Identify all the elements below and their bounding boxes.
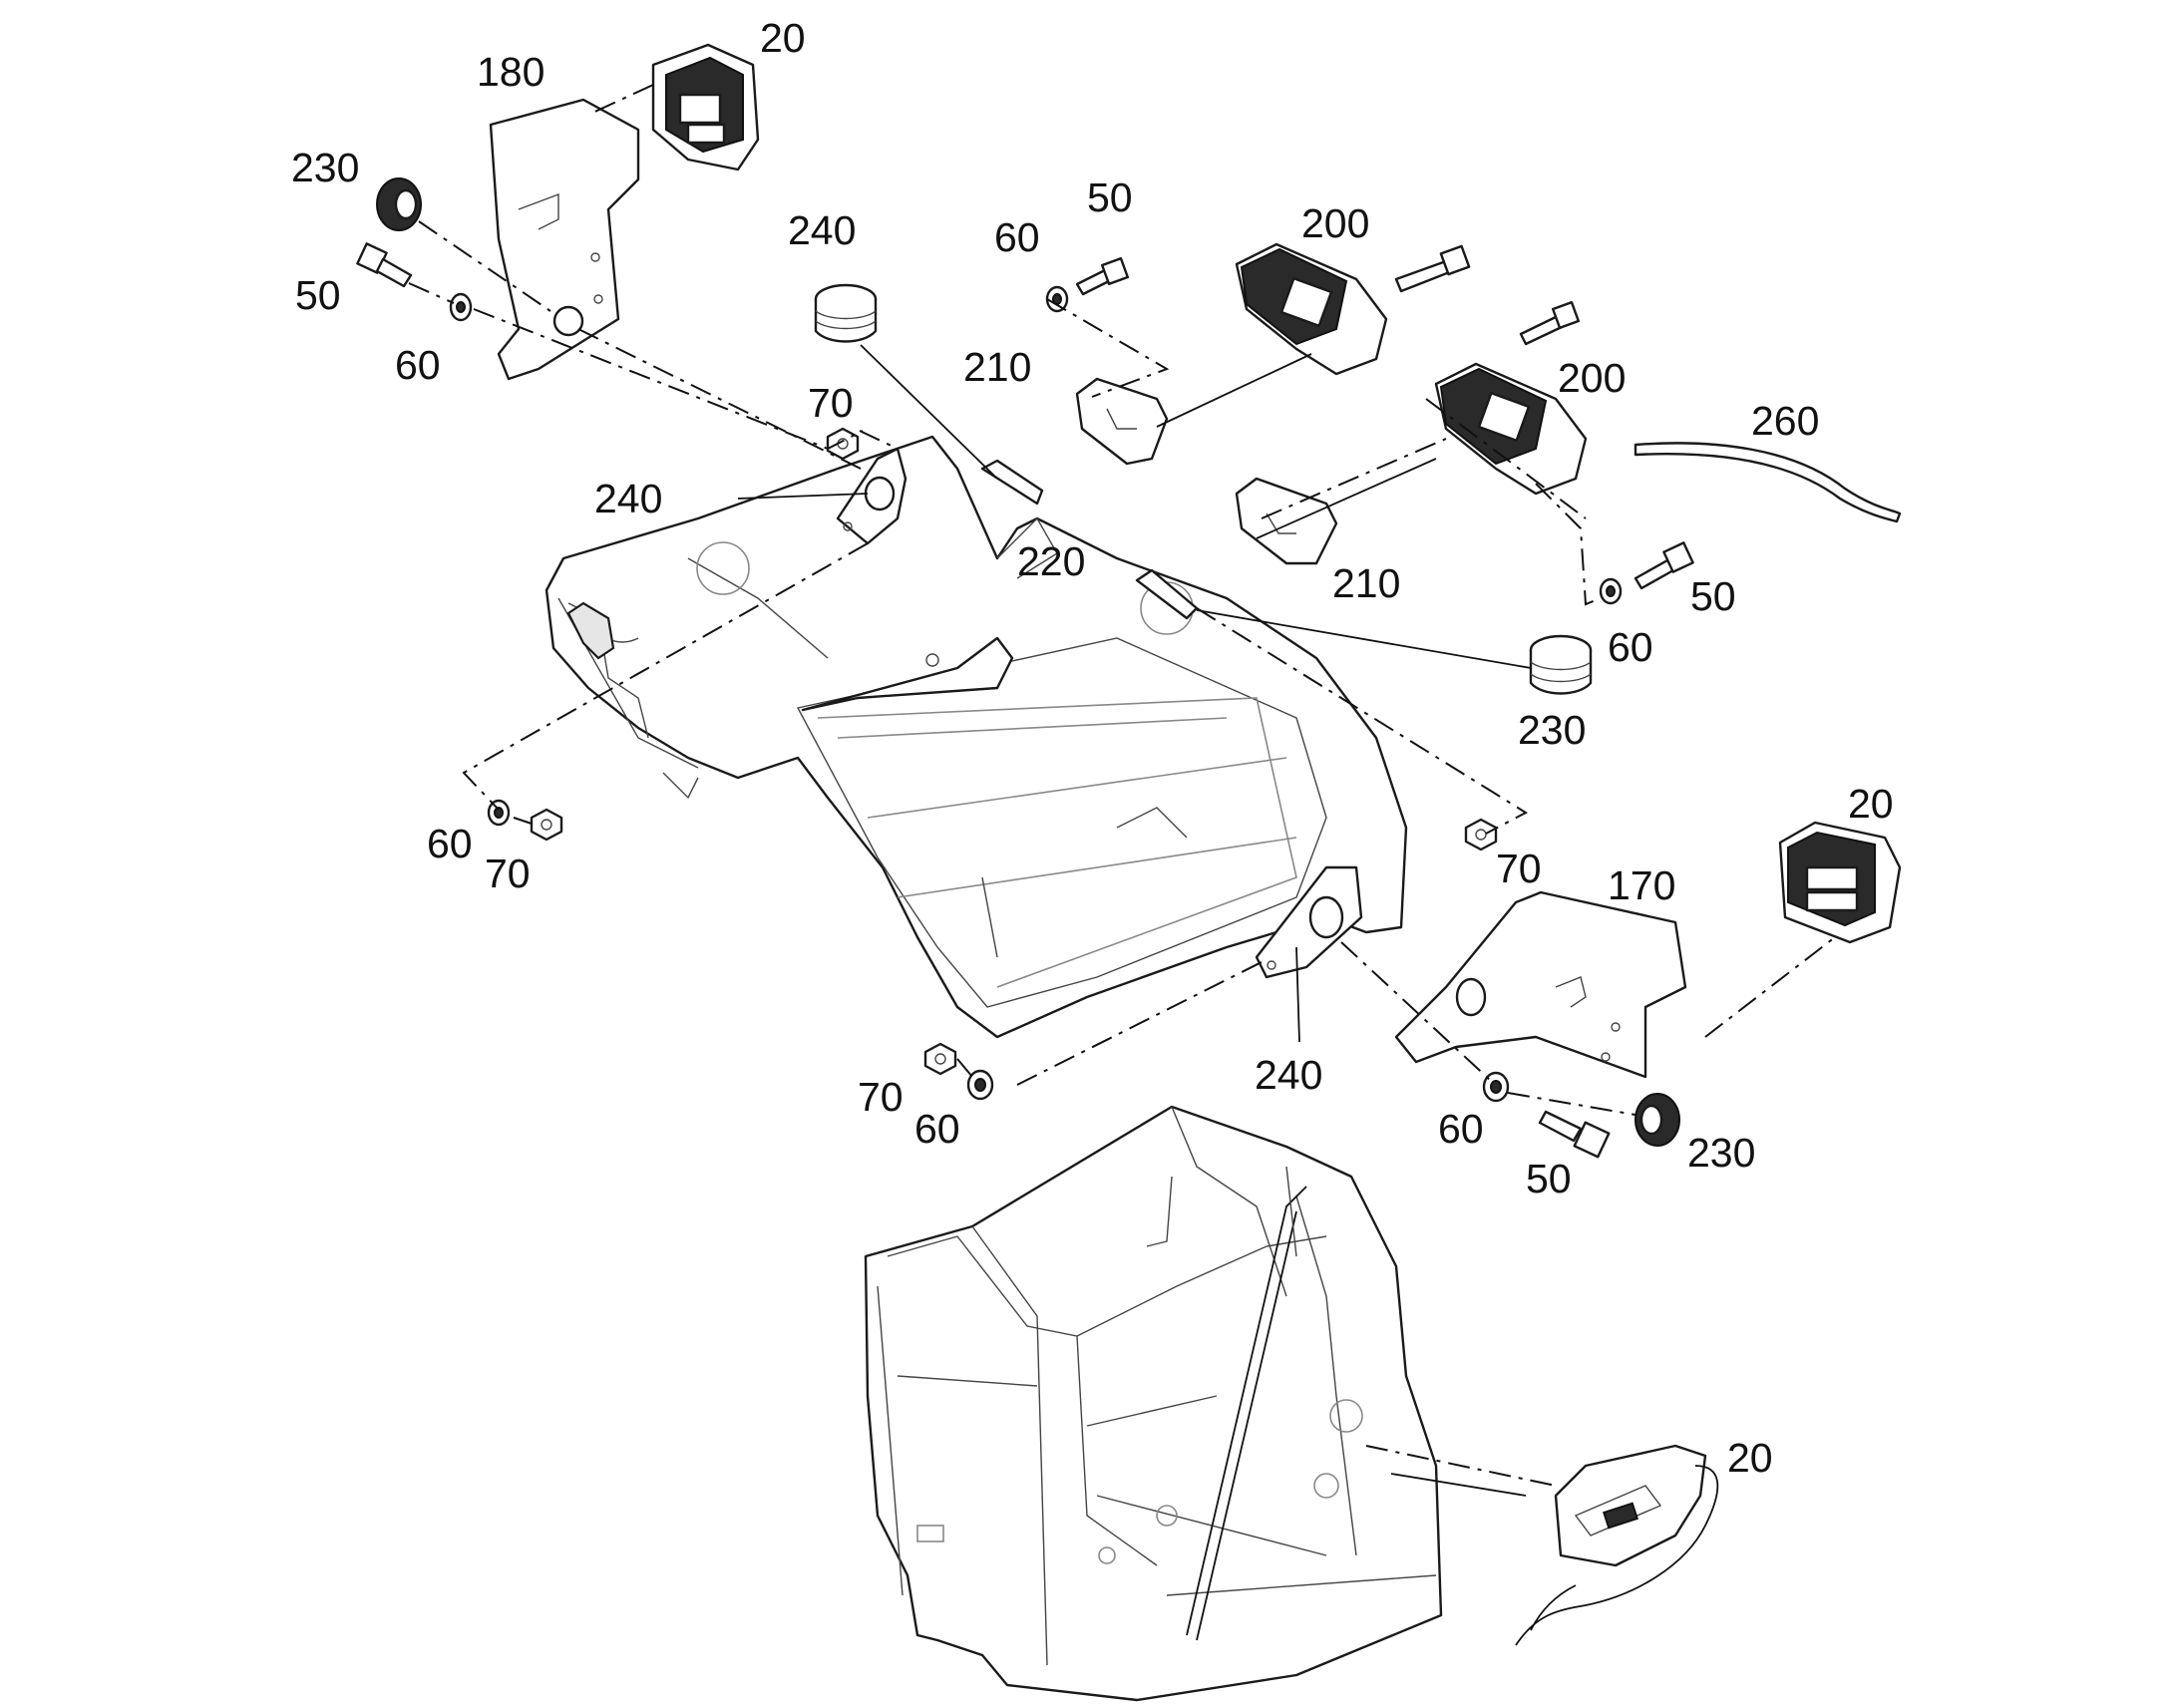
callouts: 180 20 230 50 60 240 60 50 200 210 200 2…: [291, 15, 1894, 1481]
callout-70-right: 70: [1496, 846, 1542, 891]
callout-20-right: 20: [1848, 781, 1894, 827]
bracket-170: [1394, 890, 1687, 1079]
callout-210-upper: 210: [963, 344, 1031, 390]
callout-50-right: 50: [1690, 573, 1736, 619]
lamp-200-lower: [1434, 300, 1588, 496]
callout-60-mid: 60: [994, 214, 1040, 260]
callout-50-mid: 50: [1087, 174, 1133, 220]
callout-230-right: 230: [1518, 707, 1586, 753]
assembly-lines: [408, 84, 1836, 1487]
callout-260: 260: [1751, 398, 1819, 444]
grommet-230-left: [376, 177, 422, 231]
callout-20-top: 20: [760, 15, 806, 61]
callout-60-lowleft: 60: [427, 821, 473, 866]
rubber-mount-230-right: [1529, 634, 1593, 695]
bolt-50-mid: [1075, 256, 1130, 296]
callout-70-lowleft: 70: [485, 851, 531, 896]
side-lamp-bottom: [1515, 1444, 1719, 1646]
callout-60-left: 60: [395, 342, 441, 388]
callout-70-top: 70: [808, 380, 854, 426]
callout-180: 180: [477, 49, 545, 95]
callout-230-bottom: 230: [1687, 1130, 1755, 1176]
gasket-240-left: [836, 447, 908, 545]
bracket-180: [489, 98, 640, 381]
callout-60-right: 60: [1608, 624, 1653, 670]
tail-lamp-right: [1778, 821, 1902, 944]
callout-170: 170: [1608, 862, 1675, 908]
washer-60-left: [449, 292, 473, 322]
tail-lamp-top: [651, 43, 760, 171]
chassis-frame: [864, 1105, 1443, 1702]
washer-60-bottom-right: [1482, 1071, 1510, 1103]
washer-60-mid: [1045, 285, 1069, 313]
callout-200-lower: 200: [1558, 355, 1626, 401]
nut-70-top: [826, 427, 860, 461]
leader-lines: [737, 344, 1532, 1497]
nut-70-lowleft: [530, 808, 563, 842]
bracket-210-lower: [1235, 477, 1338, 565]
washer-60-lowleft: [487, 799, 511, 827]
callout-20-bottom: 20: [1727, 1435, 1773, 1481]
callout-70-bottom: 70: [858, 1074, 904, 1120]
callout-60-bottom-right: 60: [1438, 1106, 1484, 1152]
washer-60-right: [1599, 577, 1623, 605]
rubber-mount-240: [814, 283, 878, 343]
callout-240-top: 240: [788, 207, 856, 253]
washer-60-bottom: [966, 1069, 994, 1101]
callout-210-lower: 210: [1332, 560, 1400, 606]
gasket-240-bottom: [1255, 865, 1363, 979]
callout-60-bottom: 60: [914, 1106, 960, 1152]
bolt-50-left: [356, 242, 413, 288]
tube-260: [1634, 442, 1902, 523]
nut-70-bottom: [923, 1042, 957, 1076]
bolt-50-bottom: [1538, 1110, 1611, 1159]
bracket-210-upper: [1075, 377, 1169, 466]
nut-70-right: [1464, 818, 1498, 852]
bolt-50-right: [1634, 541, 1694, 590]
callout-200-upper: 200: [1301, 200, 1369, 246]
lamp-200-upper: [1235, 242, 1471, 376]
callout-240-bottom: 240: [1255, 1052, 1322, 1098]
callout-240-left: 240: [594, 476, 662, 521]
callout-50-bottom: 50: [1526, 1156, 1572, 1201]
fender-cowl: [545, 435, 1408, 1039]
grommet-230-bottom: [1635, 1093, 1680, 1147]
callout-220: 220: [1017, 538, 1085, 584]
callout-230-left: 230: [291, 145, 359, 190]
callout-50-left: 50: [295, 272, 341, 318]
